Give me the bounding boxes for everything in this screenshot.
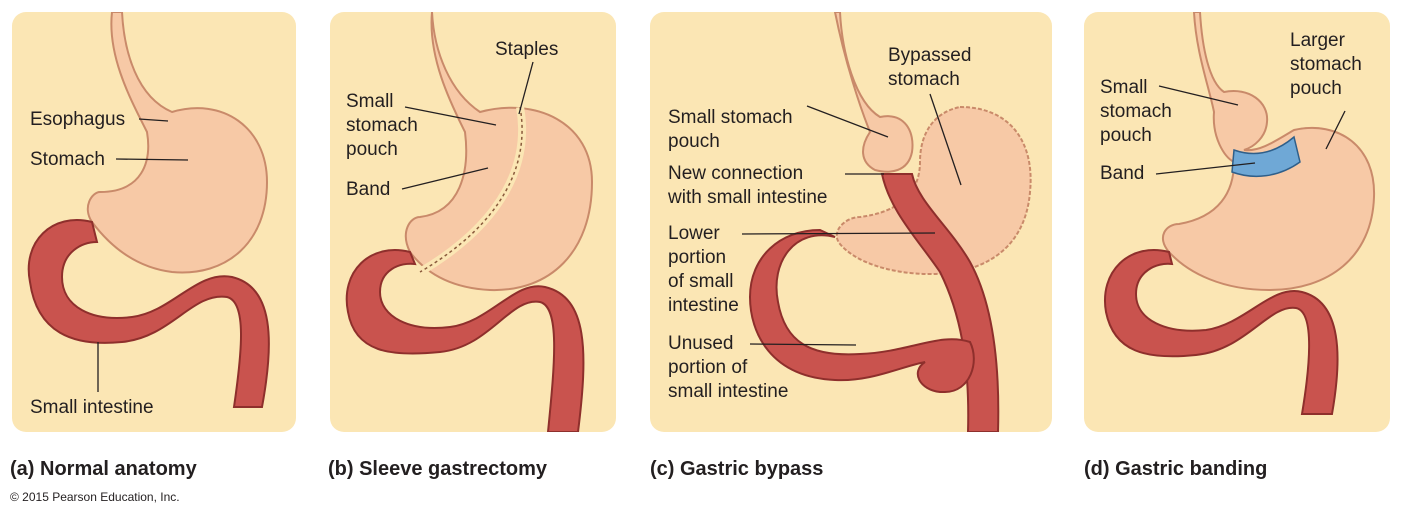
label-larger-stomach-pouch: Larger stomach pouch	[1290, 30, 1362, 99]
label-stomach: Stomach	[30, 149, 105, 170]
caption-normal-anatomy: (a) Normal anatomy	[10, 458, 197, 480]
caption-sleeve-gastrectomy: (b) Sleeve gastrectomy	[328, 458, 547, 480]
label-lower-portion: Lower portion of small intestine	[668, 223, 739, 316]
label-small-stomach-pouch: Small stomach pouch	[668, 107, 793, 152]
label-staples: Staples	[495, 39, 559, 60]
panel-gastric-banding: Larger stomach pouch Small stomach pouch…	[1084, 12, 1390, 432]
copyright-notice: © 2015 Pearson Education, Inc.	[10, 490, 180, 504]
label-small-intestine: Small intestine	[30, 397, 154, 418]
panel-normal-anatomy: Esophagus Stomach Small intestine	[12, 12, 296, 432]
gastric-bypass-illustration	[748, 12, 1032, 432]
label-band: Band	[1100, 163, 1145, 184]
caption-gastric-banding: (d) Gastric banding	[1084, 458, 1268, 480]
label-new-connection: New connection with small intestine	[668, 163, 828, 208]
label-esophagus: Esophagus	[30, 109, 126, 130]
normal-anatomy-illustration	[27, 12, 270, 408]
label-unused-portion: Unused portion of small intestine	[668, 333, 789, 402]
caption-gastric-bypass: (c) Gastric bypass	[650, 458, 824, 480]
panel-sleeve-gastrectomy: Staples Small stomach pouch Band	[330, 12, 616, 432]
label-small-stomach-pouch: Small stomach pouch	[346, 91, 418, 160]
sleeve-gastrectomy-illustration	[345, 12, 594, 432]
panel-gastric-bypass: Bypassed stomach Small stomach pouch New…	[650, 12, 1052, 432]
label-small-stomach-pouch: Small stomach pouch	[1100, 77, 1172, 146]
label-band: Band	[346, 179, 391, 200]
label-bypassed-stomach: Bypassed stomach	[888, 45, 972, 90]
